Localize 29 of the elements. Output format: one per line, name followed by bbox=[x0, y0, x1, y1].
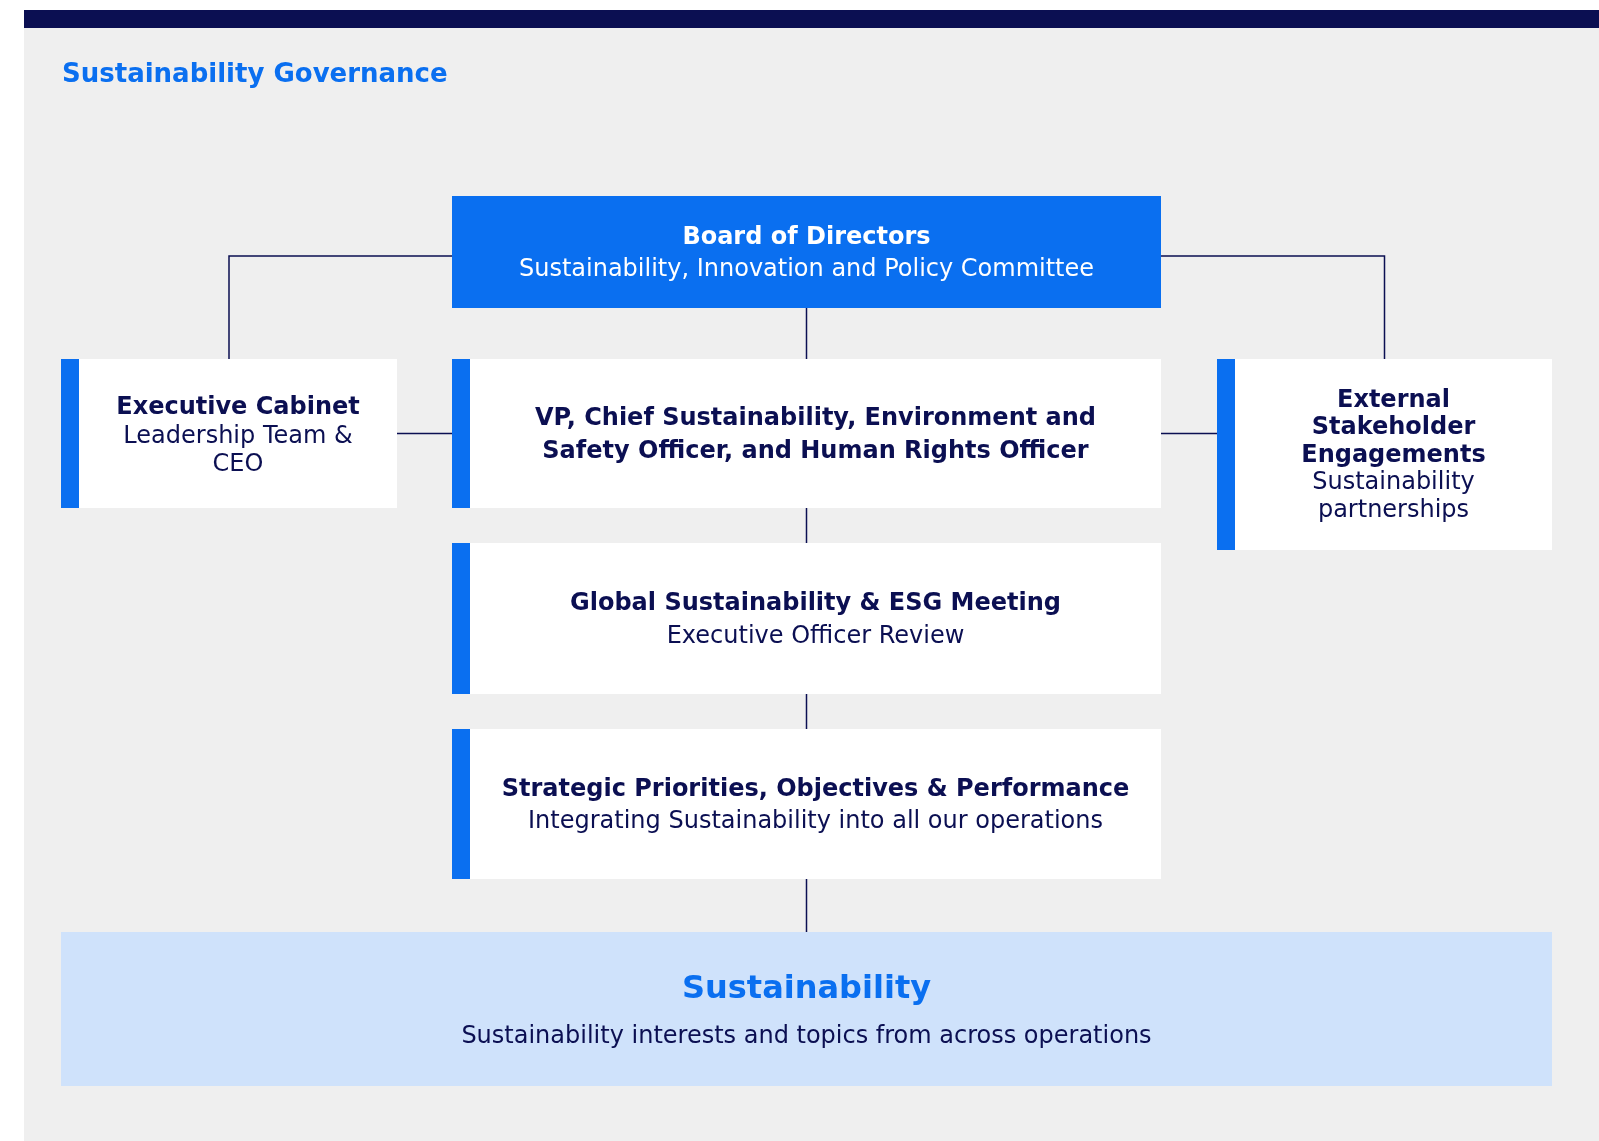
node-heading: Executive Cabinet bbox=[116, 390, 360, 422]
node-heading: Global Sustainability & ESG Meeting bbox=[570, 587, 1061, 619]
node-description: Sustainability interests and topics from across operations bbox=[461, 1020, 1152, 1052]
connector-line bbox=[396, 432, 453, 435]
diagram-title: Sustainability Governance bbox=[62, 58, 448, 88]
node-description: Sustainability partnerships bbox=[1311, 468, 1476, 524]
org-card bbox=[1217, 359, 1552, 550]
connector-line bbox=[805, 507, 808, 544]
connector-line bbox=[805, 693, 808, 730]
node-heading: Strategic Priorities, Objectives & Performance bbox=[501, 772, 1130, 804]
node-description: Sustainability, Innovation and Policy Committee bbox=[518, 253, 1095, 284]
connector-line bbox=[805, 878, 808, 933]
connector-line bbox=[1160, 255, 1386, 360]
node-description: Executive Officer Review bbox=[666, 619, 965, 651]
org-card bbox=[452, 359, 1161, 508]
foundation-band bbox=[61, 932, 1552, 1086]
connector-line bbox=[805, 307, 808, 360]
node-heading: Sustainability bbox=[681, 967, 932, 1009]
node-description: Leadership Team & CEO bbox=[122, 422, 354, 478]
connector-line bbox=[228, 255, 453, 360]
node-heading: VP, Chief Sustainability, Environment and Safety Officer, and Human Rights Officer bbox=[533, 402, 1098, 466]
node-heading: Board of Directors bbox=[682, 220, 931, 252]
org-card bbox=[452, 543, 1161, 694]
board-box bbox=[452, 196, 1161, 308]
node-heading: External Stakeholder Engagements bbox=[1300, 385, 1487, 469]
node-description: Integrating Sustainability into all our operations bbox=[528, 805, 1103, 836]
org-card bbox=[452, 729, 1161, 879]
org-card bbox=[61, 359, 397, 508]
connector-line bbox=[1160, 432, 1218, 435]
